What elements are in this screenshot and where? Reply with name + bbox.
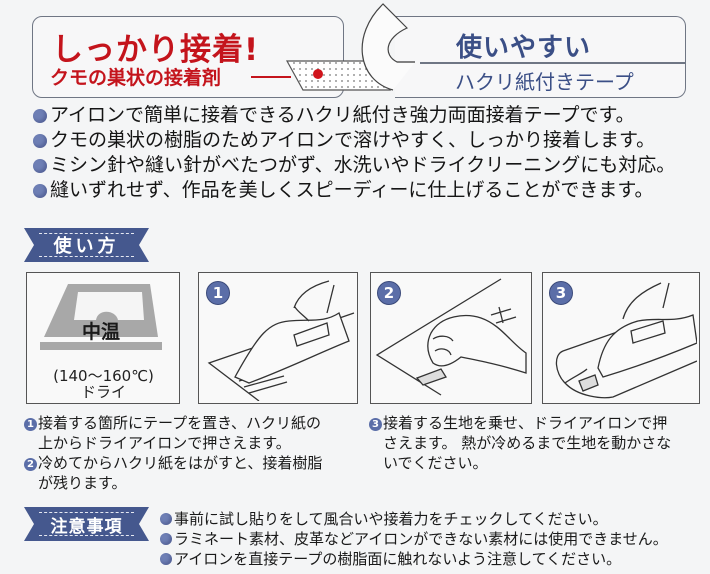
header-subtitle: クモの巣状の接着剤 [50, 67, 222, 89]
iron-pressing-fabric-icon [555, 282, 697, 399]
cautions-list: 事前に試し貼りをして風合いや接着力をチェックしてください。 ラミネート素材、皮革… [160, 509, 668, 569]
temp-label: 中温 [82, 321, 121, 343]
feature-item: ミシン針や縫い針がべたつがず、水洗いやドライクリーニングにも対応。 [33, 153, 675, 178]
header-right-subtitle: ハクリ紙付きテープ [455, 70, 634, 94]
caution-text: ラミネート素材、皮革などアイロンができない素材には使用できません。 [174, 530, 668, 548]
bullet-icon [160, 533, 172, 545]
step-badge-1: 1 [206, 281, 230, 305]
step-text: いでください。 [383, 454, 488, 472]
step-text: 接着する生地を乗せ、ドライアイロンで押 [383, 414, 668, 432]
step-text: 冷めてからハクリ紙をはがすと、接着樹脂 [38, 454, 323, 472]
bullet-icon [33, 183, 47, 198]
caution-item: アイロンを直接テープの樹脂面に触れないよう注意してください。 [160, 549, 668, 569]
header-divider [420, 62, 685, 64]
cautions-ribbon-label: 注意事項 [50, 516, 123, 537]
bullet-icon [160, 513, 172, 525]
feature-list: アイロンで簡単に接着できるハクリ紙付き強力両面接着テープです。 クモの巣状の樹脂… [33, 103, 675, 203]
caution-item: 事前に試し貼りをして風合いや接着力をチェックしてください。 [160, 509, 668, 529]
bullet-icon [33, 108, 47, 123]
step-text: 上からドライアイロンで押さえます。 [38, 434, 291, 452]
step-badge-2: 2 [377, 281, 401, 305]
usage-ribbon: 使い方 [24, 228, 149, 262]
tape-peel-icon [285, 3, 415, 91]
header-banner-right [395, 16, 686, 98]
caution-text: アイロンを直接テープの樹脂面に触れないよう注意してください。 [174, 550, 622, 568]
step-number-icon: 2 [24, 458, 37, 471]
feature-item: クモの巣状の樹脂のためアイロンで溶けやすく、しっかり接着します。 [33, 128, 675, 153]
header-title: しっかり接着! [52, 32, 260, 68]
iron-mode: ドライ [80, 383, 126, 401]
feature-text: クモの巣状の樹脂のためアイロンで溶けやすく、しっかり接着します。 [50, 129, 656, 151]
step-number-icon: 3 [369, 418, 382, 431]
feature-item: アイロンで簡単に接着できるハクリ紙付き強力両面接着テープです。 [33, 103, 675, 128]
feature-text: アイロンで簡単に接着できるハクリ紙付き強力両面接着テープです。 [50, 104, 635, 126]
header-banner-left [32, 16, 344, 98]
feature-text: 縫いずれせず、作品を美しくスピーディーに仕上げることができます。 [50, 179, 654, 201]
caution-item: ラミネート素材、皮革などアイロンができない素材には使用できません。 [160, 529, 668, 549]
pointer-line [251, 76, 291, 78]
cautions-ribbon: 注意事項 [24, 507, 149, 541]
feature-text: ミシン針や縫い針がべたつがず、水洗いやドライクリーニングにも対応。 [50, 154, 676, 176]
hand-peeling-paper-icon [375, 278, 527, 396]
step-number-icon: 1 [24, 418, 37, 431]
temp-range: (140〜160℃) [53, 367, 154, 385]
bullet-icon [160, 553, 172, 565]
bullet-icon [33, 133, 47, 148]
header-right-title: 使いやすい [456, 33, 592, 63]
feature-item: 縫いずれせず、作品を美しくスピーディーに仕上げることができます。 [33, 178, 675, 203]
caution-text: 事前に試し貼りをして風合いや接着力をチェックしてください。 [174, 510, 608, 528]
step-text: さえます。 熱が冷めるまで生地を動かさな [383, 434, 672, 452]
usage-ribbon-label: 使い方 [53, 236, 120, 257]
step-text: 接着する箇所にテープを置き、ハクリ紙の [38, 414, 322, 432]
bullet-icon [33, 158, 47, 173]
iron-icon [40, 284, 162, 350]
hand-ironing-tape-icon [207, 280, 355, 401]
step-badge-3: 3 [549, 281, 573, 305]
step-text: が残ります。 [38, 474, 127, 492]
